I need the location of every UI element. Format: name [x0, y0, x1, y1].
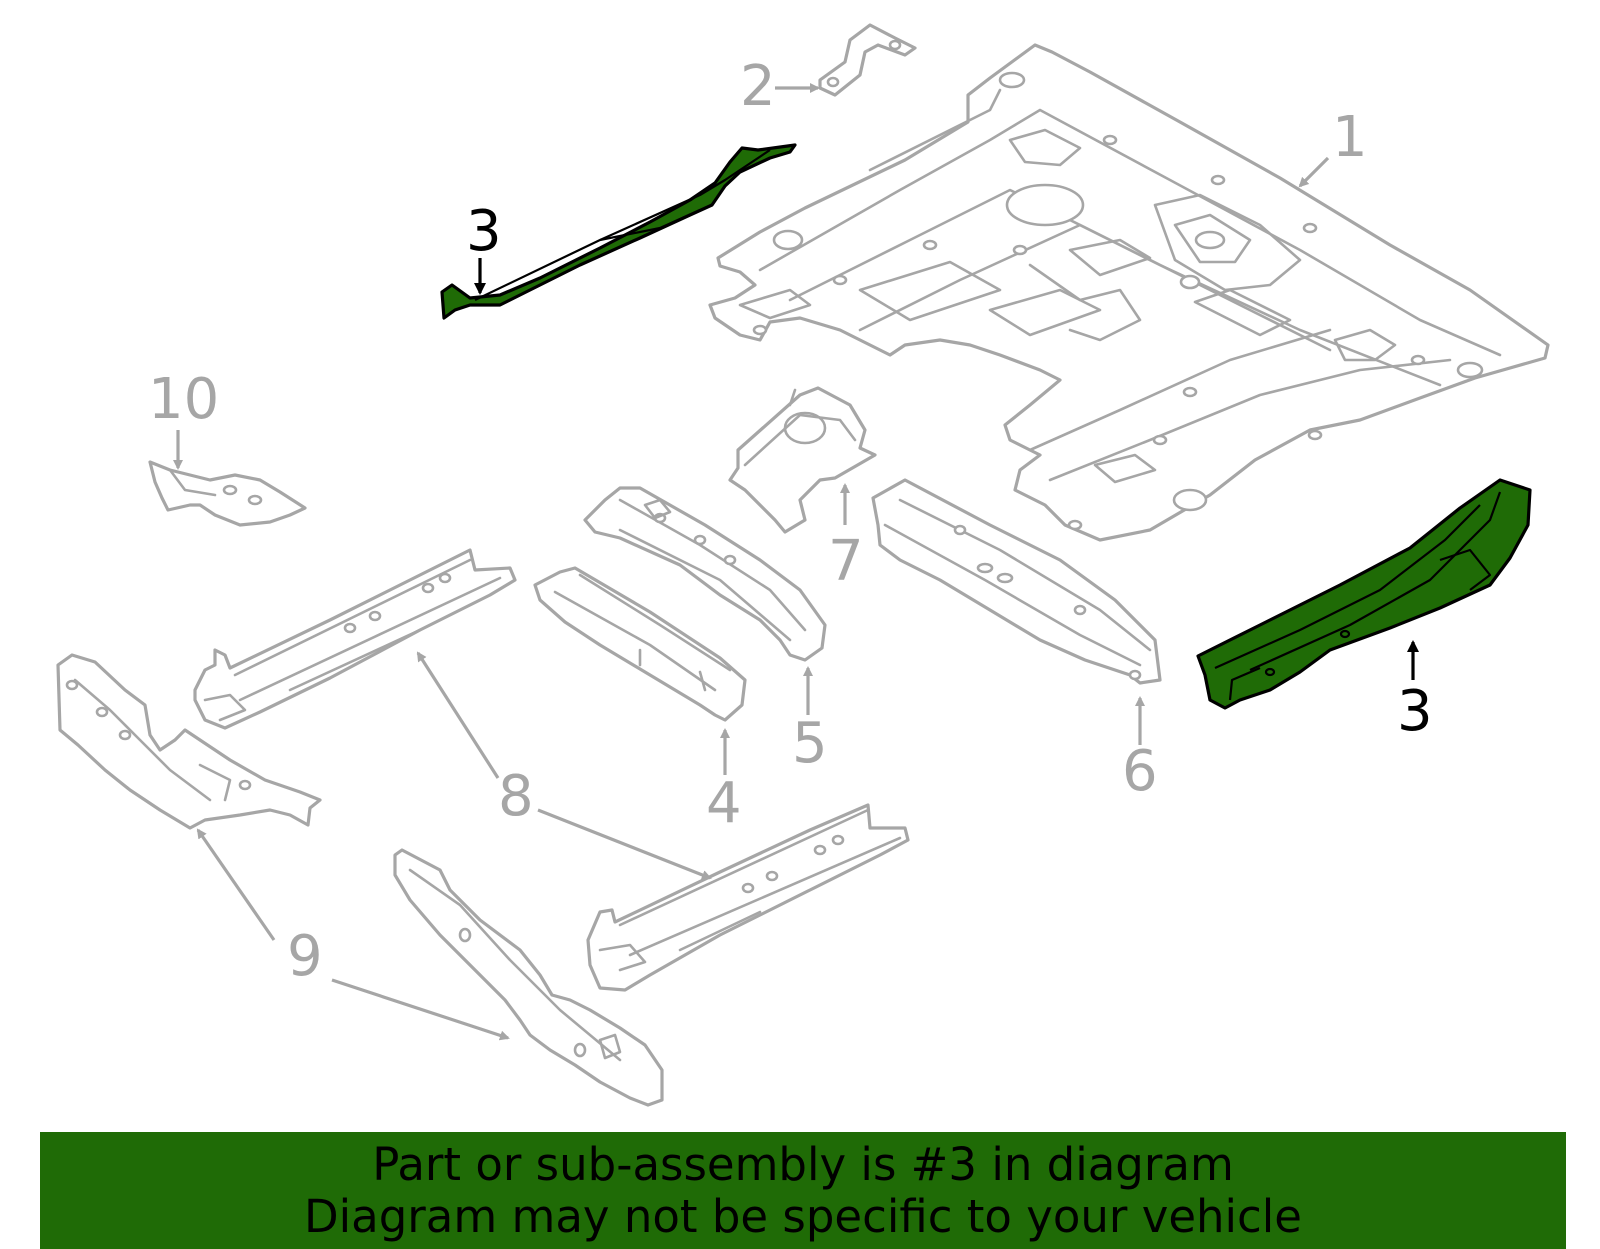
callout-9: 9	[287, 924, 323, 989]
callout-3-lower: 3	[1397, 679, 1433, 744]
part-7-tunnel-bracket	[728, 386, 877, 534]
callout-3-upper: 3	[466, 199, 502, 264]
callout-4: 4	[706, 771, 742, 836]
part-3-lower-highlighted	[1196, 478, 1532, 710]
callout-7: 7	[828, 529, 864, 594]
banner-line-1: Part or sub-assembly is #3 in diagram	[372, 1137, 1234, 1191]
part-8-lower-rail	[586, 803, 910, 992]
callout-1: 1	[1332, 105, 1368, 170]
part-9-lower-frame	[393, 848, 664, 1107]
part-6-cross-member	[871, 478, 1162, 685]
part-10-bracket	[148, 460, 307, 527]
callout-6: 6	[1122, 739, 1158, 804]
part-1-floor-pan	[708, 43, 1550, 542]
part-2-bracket	[818, 23, 917, 97]
callout-5: 5	[792, 711, 828, 776]
callout-8: 8	[498, 764, 534, 829]
banner-line-2: Diagram may not be specific to your vehi…	[304, 1189, 1302, 1243]
callout-10: 10	[148, 367, 219, 432]
info-banner: Part or sub-assembly is #3 in diagram Di…	[40, 1132, 1566, 1249]
part-8-upper-rail	[193, 548, 517, 730]
part-5-cross-member	[583, 486, 827, 662]
part-9-left-frame	[56, 653, 322, 830]
part-4-cross-member	[533, 566, 747, 722]
callout-2: 2	[740, 54, 776, 119]
part-3-upper-highlighted	[440, 143, 797, 320]
